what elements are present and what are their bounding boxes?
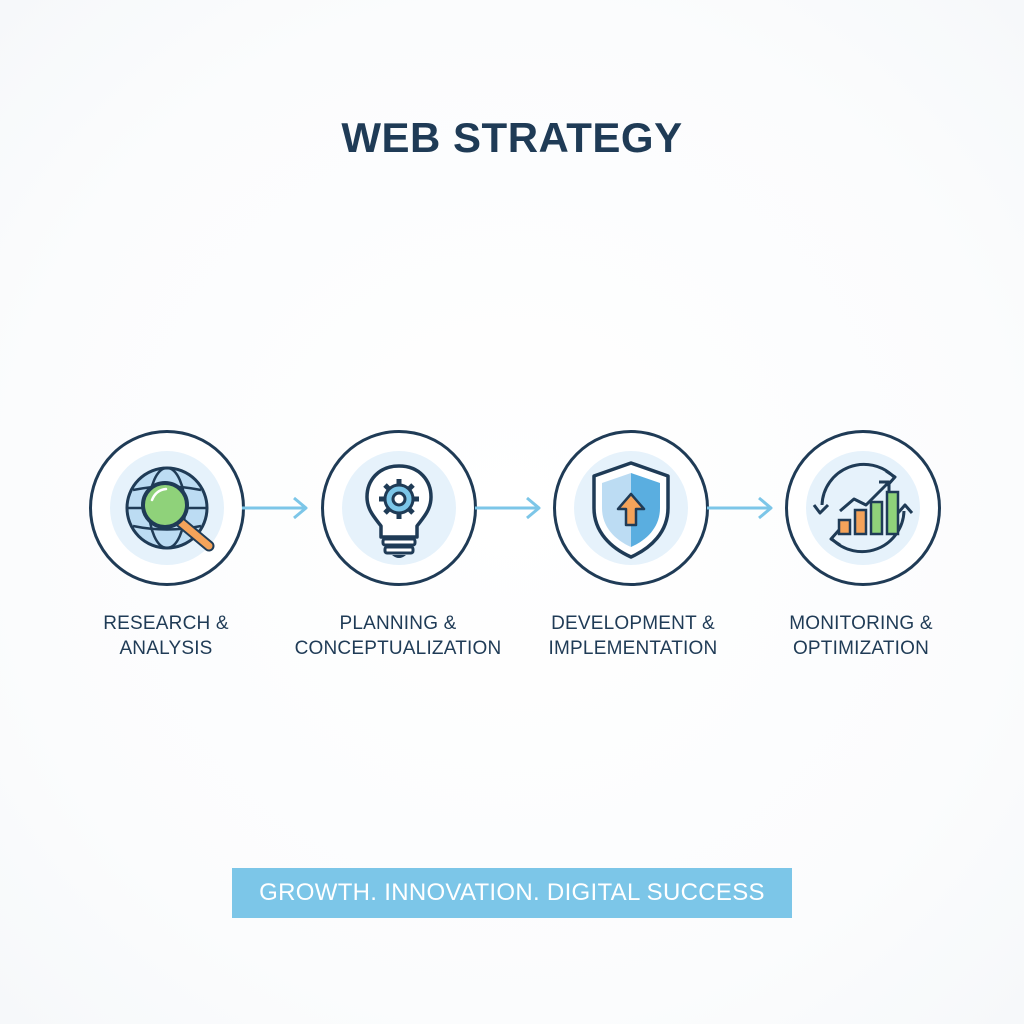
- step-planning-circle: [321, 430, 477, 586]
- step-development-circle: [553, 430, 709, 586]
- shield-arrow-icon: [592, 461, 670, 559]
- growth-chart-cycle-icon: [812, 462, 914, 554]
- lightbulb-gear-icon: [365, 464, 433, 558]
- step-label-research: RESEARCH & ANALYSIS: [103, 613, 229, 659]
- arrow-icon: [707, 496, 773, 520]
- step-label-development: DEVELOPMENT & IMPLEMENTATION: [548, 613, 718, 659]
- diagram-title: WEB STRATEGY: [341, 114, 683, 161]
- step-research-circle: [89, 430, 245, 586]
- globe-magnifier-icon: [125, 466, 215, 552]
- arrow-icon: [475, 496, 541, 520]
- step-label-planning: PLANNING & CONCEPTUALIZATION: [294, 613, 502, 659]
- step-monitoring-circle: [785, 430, 941, 586]
- tagline-banner: GROWTH. INNOVATION. DIGITAL SUCCESS: [232, 868, 792, 918]
- step-label-monitoring: MONITORING & OPTIMIZATION: [789, 613, 933, 659]
- arrow-icon: [242, 496, 308, 520]
